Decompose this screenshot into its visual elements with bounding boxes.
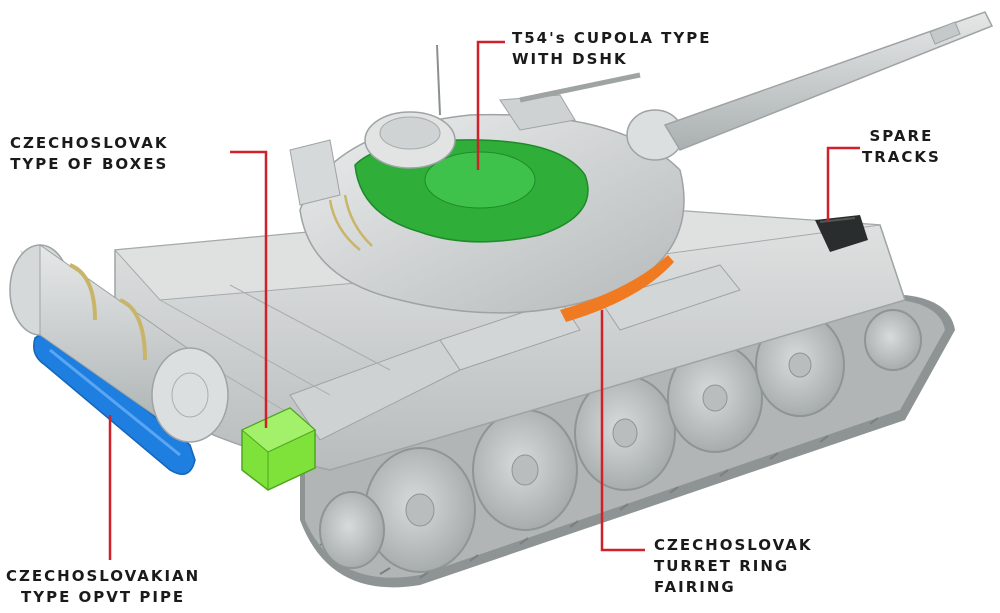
road-wheel bbox=[472, 409, 578, 531]
turret-ring-fairing-highlight bbox=[560, 255, 674, 322]
callout-fairing-line2: TURRET RING bbox=[654, 557, 790, 575]
road-wheels bbox=[319, 309, 922, 573]
callout-tracks-line2: TRACKS bbox=[862, 148, 941, 166]
tracks-leader-line bbox=[826, 146, 860, 222]
callout-tracks: SPARE TRACKS bbox=[862, 126, 941, 168]
spare-tracks bbox=[815, 215, 868, 252]
fairing-leader-line bbox=[600, 310, 645, 552]
callout-boxes-line1: CZECHOSLOVAK bbox=[10, 134, 169, 152]
callout-fairing: CZECHOSLOVAK TURRET RING FAIRING bbox=[654, 535, 812, 598]
callout-opvt-line1: CZECHOSLOVAKIAN bbox=[6, 567, 201, 585]
callout-cupola: T54's CUPOLA TYPE WITH DSHK bbox=[512, 28, 712, 70]
storage-box-highlight bbox=[241, 407, 316, 491]
callout-boxes: CZECHOSLOVAK TYPE OF BOXES bbox=[10, 133, 168, 175]
road-wheel bbox=[667, 343, 763, 453]
drive-sprocket bbox=[319, 491, 385, 569]
idler-wheel bbox=[864, 309, 922, 371]
cupola-leader-line bbox=[476, 40, 505, 170]
callout-cupola-line1: T54's CUPOLA TYPE bbox=[512, 29, 712, 47]
main-gun bbox=[663, 11, 994, 151]
fuel-drums bbox=[9, 244, 229, 443]
callout-tracks-line1: SPARE bbox=[869, 127, 934, 145]
callout-fairing-line1: CZECHOSLOVAK bbox=[654, 536, 813, 554]
callout-boxes-line2: TYPE OF BOXES bbox=[10, 155, 169, 173]
leader-lines bbox=[108, 40, 860, 560]
road-wheel bbox=[755, 313, 845, 417]
turret bbox=[289, 44, 685, 322]
road-wheel bbox=[364, 447, 476, 573]
callout-fairing-line3: FAIRING bbox=[654, 578, 736, 596]
callout-cupola-line2: WITH DSHK bbox=[512, 50, 628, 68]
callout-opvt: CZECHOSLOVAKIAN TYPE OPVT PIPE bbox=[6, 566, 200, 608]
boxes-leader-line bbox=[230, 150, 268, 428]
callout-opvt-line2: TYPE OPVT PIPE bbox=[21, 588, 186, 606]
